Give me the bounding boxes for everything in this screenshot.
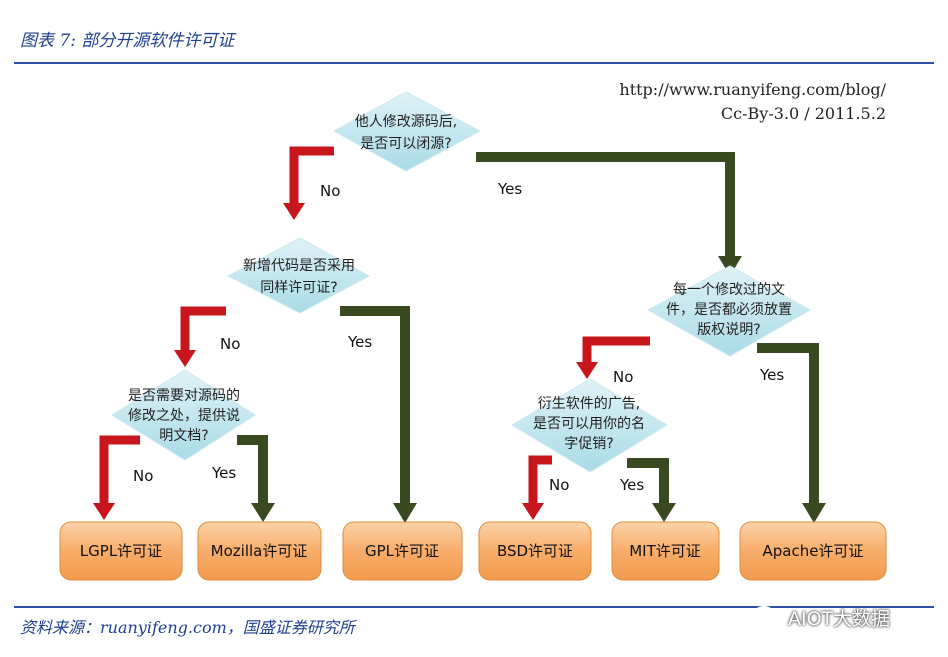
license-label: GPL许可证 <box>365 542 439 560</box>
arrow-q3-no <box>93 435 140 520</box>
label-yes: Yes <box>497 180 522 198</box>
decision-promote-name: 衍生软件的广告, 是否可以用你的名 字促销? <box>511 378 668 473</box>
arrow-q5-no <box>522 455 552 520</box>
arrow-q4-yes <box>757 343 826 523</box>
decision-line: 每一个修改过的文 <box>673 282 785 298</box>
license-label: LGPL许可证 <box>80 542 162 560</box>
decision-line: 是否需要对源码的 <box>128 388 240 404</box>
decision-line: 新增代码是否采用 <box>243 258 355 274</box>
arrow-q5-yes <box>627 458 676 522</box>
figure-title: 图表 7: 部分开源软件许可证 <box>20 31 235 51</box>
credit-url: http://www.ruanyifeng.com/blog/ <box>619 80 886 99</box>
arrow-q4-no <box>576 336 650 379</box>
label-no: No <box>320 182 340 200</box>
arrow-q2-no <box>174 306 226 367</box>
license-label: BSD许可证 <box>497 542 573 560</box>
decision-line: 衍生软件的广告, <box>538 396 640 412</box>
decision-line: 字促销? <box>564 436 613 452</box>
label-no: No <box>220 335 240 353</box>
decision-same-license: 新增代码是否采用 同样许可证? <box>226 237 371 314</box>
license-mit: MIT许可证 <box>611 521 720 581</box>
decision-line: 明文档? <box>159 428 208 444</box>
label-yes: Yes <box>619 476 644 494</box>
decision-doc-each-file: 每一个修改过的文 件，是否都必须放置 版权说明? <box>646 265 812 357</box>
wechat-icon <box>753 606 780 628</box>
watermark-text: AIOT大数据 <box>788 607 891 630</box>
license-bsd: BSD许可证 <box>478 521 592 581</box>
decision-line: 是否可以用你的名 <box>533 416 645 432</box>
decision-line: 是否可以闭源? <box>360 136 451 152</box>
arrow-q3-yes <box>237 435 275 522</box>
label-no: No <box>613 368 633 386</box>
license-label: MIT许可证 <box>629 542 701 560</box>
license-lgpl: LGPL许可证 <box>59 521 183 581</box>
header-rule <box>14 62 934 64</box>
credit-license: Cc-By-3.0 / 2011.5.2 <box>720 104 886 123</box>
label-no: No <box>133 467 153 485</box>
label-no: No <box>549 476 569 494</box>
decision-line: 修改之处，提供说 <box>128 408 240 424</box>
license-mozilla: Mozilla许可证 <box>197 521 322 581</box>
footer-rule <box>14 606 934 608</box>
source-note: 资料来源：ruanyifeng.com，国盛证券研究所 <box>20 618 355 637</box>
license-gpl: GPL许可证 <box>342 521 463 581</box>
arrow-q1-yes <box>476 152 742 276</box>
license-label: Apache许可证 <box>763 542 864 560</box>
decision-line: 版权说明? <box>697 322 760 338</box>
decision-change-doc: 是否需要对源码的 修改之处，提供说 明文档? <box>111 369 256 461</box>
decision-line: 他人修改源码后, <box>355 114 457 130</box>
arrow-q1-no <box>283 146 334 220</box>
license-label: Mozilla许可证 <box>211 542 308 560</box>
label-yes: Yes <box>347 333 372 351</box>
label-yes: Yes <box>759 366 784 384</box>
label-yes: Yes <box>211 464 236 482</box>
decision-line: 件，是否都必须放置 <box>666 302 792 318</box>
watermark: AIOT大数据 <box>752 600 932 634</box>
license-apache: Apache许可证 <box>739 521 887 581</box>
decision-closed-source: 他人修改源码后, 是否可以闭源? <box>332 91 482 172</box>
decision-line: 同样许可证? <box>260 280 337 296</box>
arrow-q2-yes <box>340 306 417 523</box>
